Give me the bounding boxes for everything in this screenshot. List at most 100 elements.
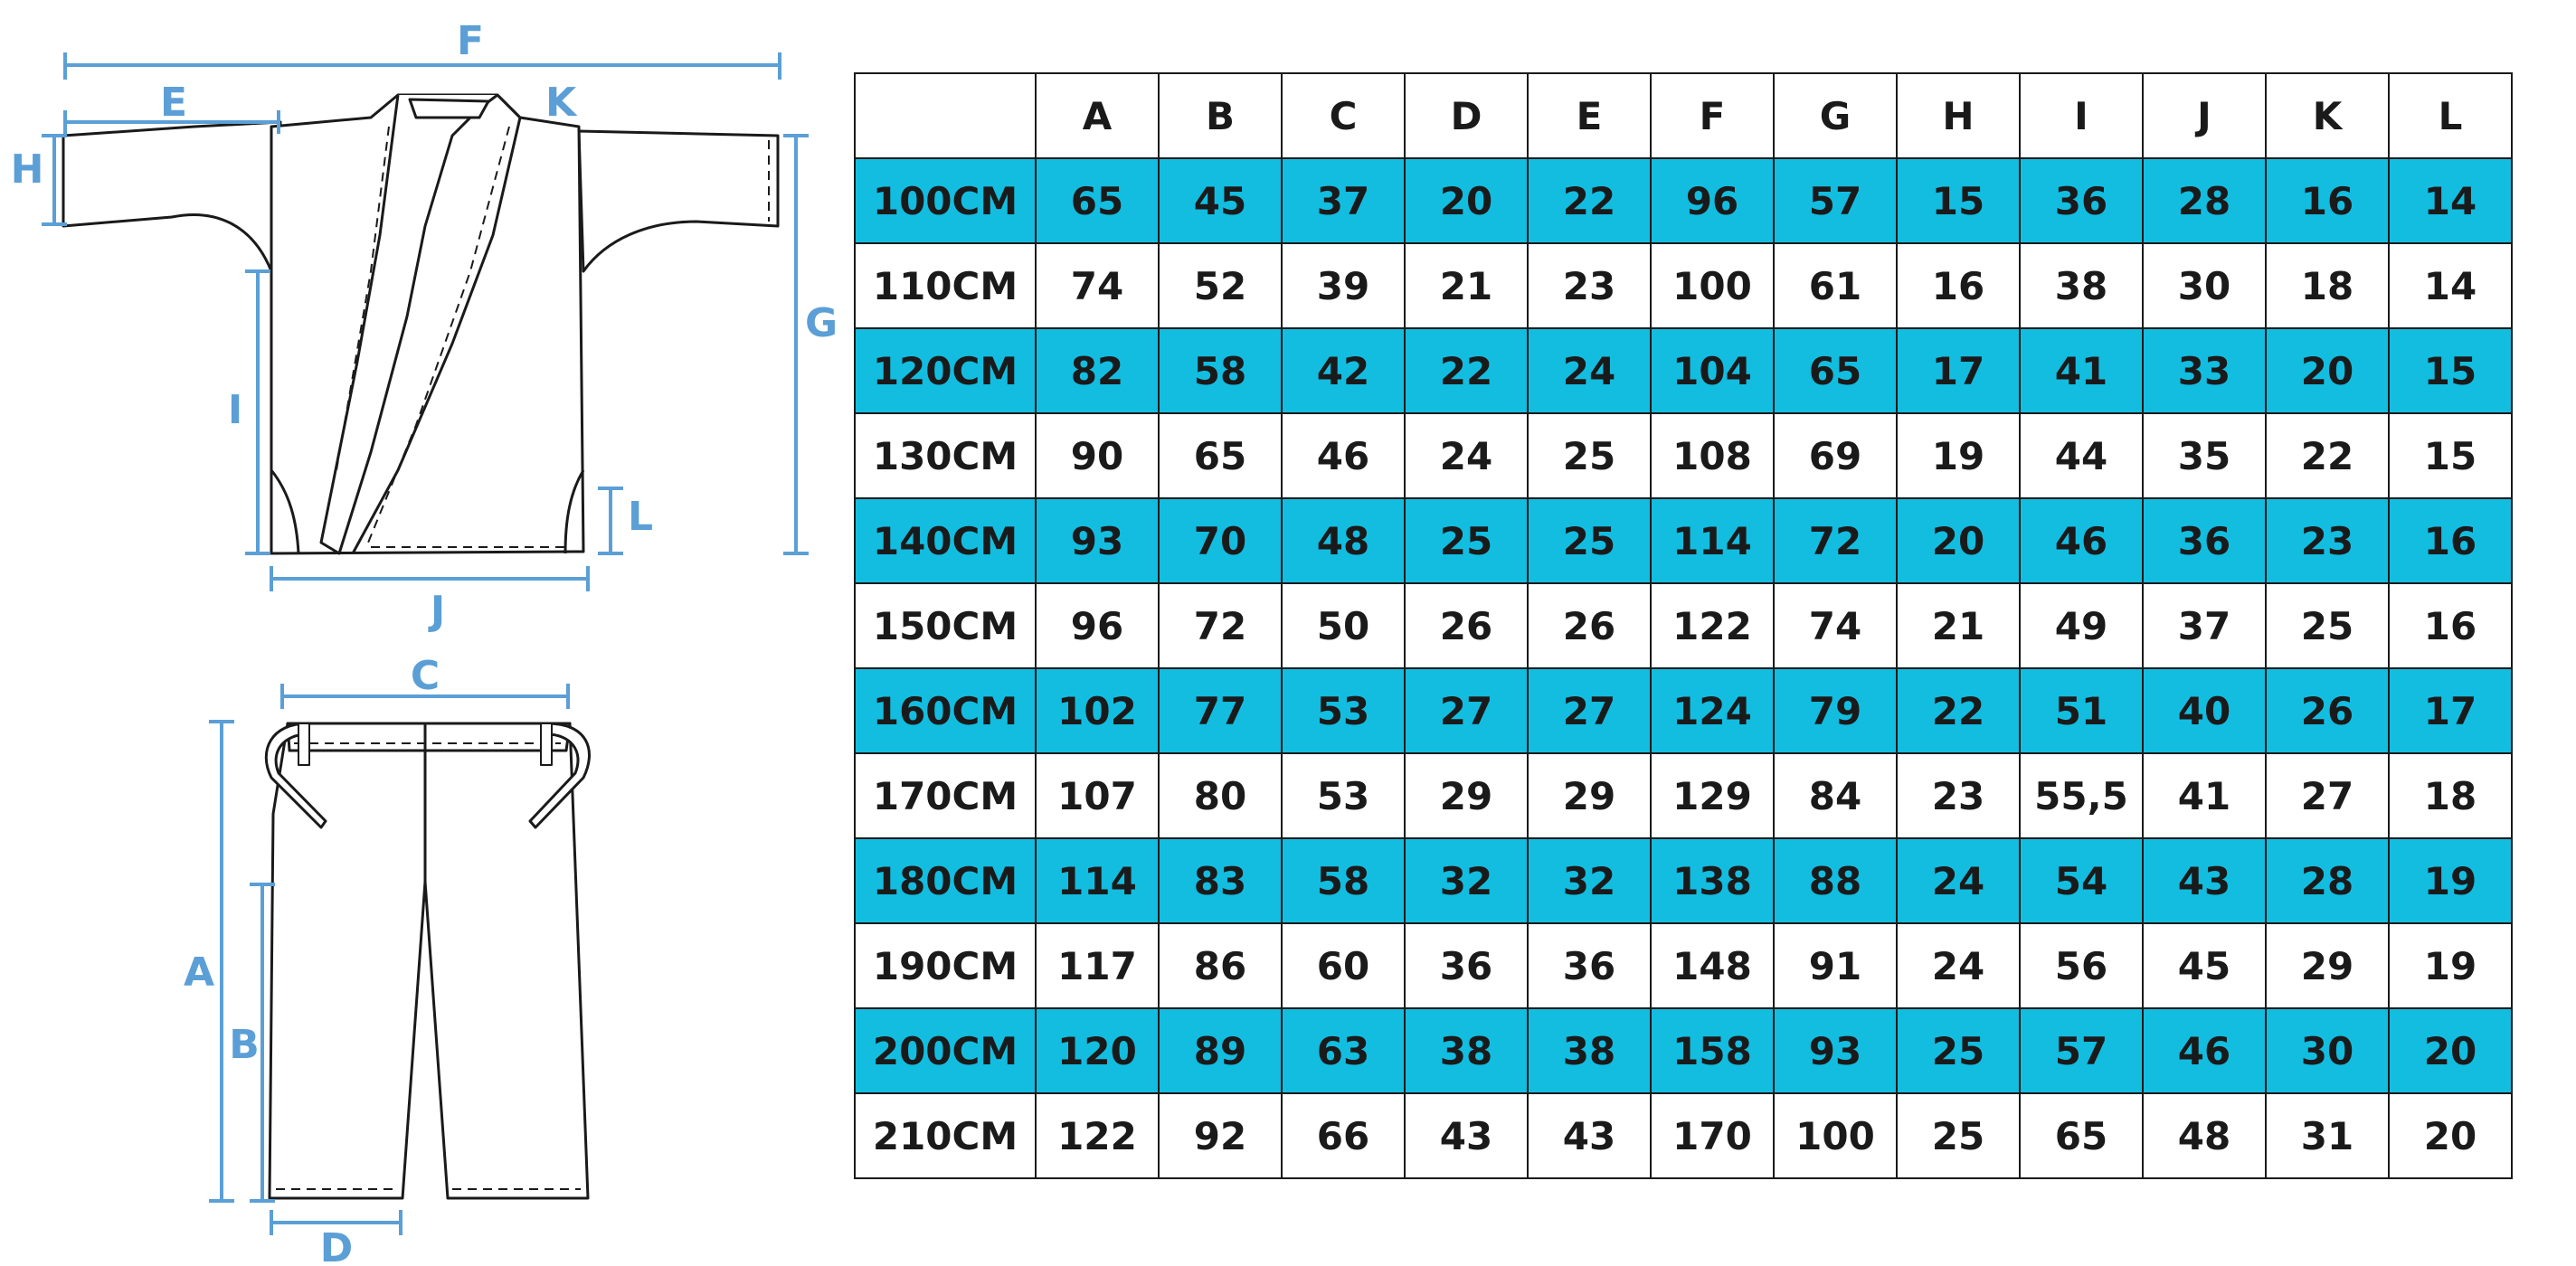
measurement-cell: 29 xyxy=(2265,922,2390,1009)
measurement-cell: 57 xyxy=(2019,1007,2144,1094)
label-j: J xyxy=(428,588,445,634)
size-label-cell: 130CM xyxy=(854,412,1037,499)
measurement-cell: 96 xyxy=(1650,157,1775,244)
measurement-cell: 124 xyxy=(1650,667,1775,754)
measurement-cell: 19 xyxy=(2388,837,2513,924)
size-label-cell: 160CM xyxy=(854,667,1037,754)
measurement-cell: 41 xyxy=(2142,752,2267,839)
measurement-cell: 38 xyxy=(1404,1007,1529,1094)
measurement-cell: 25 xyxy=(1896,1007,2021,1094)
measurement-cell: 96 xyxy=(1035,582,1160,669)
measurement-cell: 27 xyxy=(2265,752,2390,839)
measurement-cell: 20 xyxy=(2265,327,2390,414)
column-header: B xyxy=(1158,72,1283,159)
measurement-cell: 25 xyxy=(1527,412,1652,499)
measurement-cell: 86 xyxy=(1158,922,1283,1009)
measurement-cell: 26 xyxy=(2265,667,2390,754)
measurement-cell: 88 xyxy=(1773,837,1898,924)
column-header: D xyxy=(1404,72,1529,159)
size-label-cell: 150CM xyxy=(854,582,1037,669)
measurement-cell: 16 xyxy=(2388,497,2513,584)
size-label-cell: 190CM xyxy=(854,922,1037,1009)
column-header: J xyxy=(2142,72,2267,159)
measurement-cell: 148 xyxy=(1650,922,1775,1009)
measurement-cell: 114 xyxy=(1035,837,1160,924)
measurement-cell: 22 xyxy=(1896,667,2021,754)
size-label-cell: 180CM xyxy=(854,837,1037,924)
measurement-cell: 37 xyxy=(2142,582,2267,669)
measurement-cell: 46 xyxy=(2019,497,2144,584)
measurement-cell: 33 xyxy=(2142,327,2267,414)
measurement-cell: 22 xyxy=(1527,157,1652,244)
measurement-cell: 19 xyxy=(1896,412,2021,499)
column-header: A xyxy=(1035,72,1160,159)
measurement-cell: 65 xyxy=(1158,412,1283,499)
measurement-cell: 70 xyxy=(1158,497,1283,584)
label-k: K xyxy=(545,80,578,126)
column-header: L xyxy=(2388,72,2513,159)
column-header: F xyxy=(1650,72,1775,159)
size-label-cell: 110CM xyxy=(854,242,1037,329)
measurement-cell: 107 xyxy=(1035,752,1160,839)
measurement-cell: 129 xyxy=(1650,752,1775,839)
measurement-cell: 39 xyxy=(1281,242,1406,329)
measurement-cell: 18 xyxy=(2265,242,2390,329)
measurement-cell: 17 xyxy=(2388,667,2513,754)
label-e: E xyxy=(160,80,187,126)
measurement-cell: 16 xyxy=(2388,582,2513,669)
measurement-cell: 80 xyxy=(1158,752,1283,839)
measurement-cell: 49 xyxy=(2019,582,2144,669)
measurement-cell: 15 xyxy=(2388,412,2513,499)
label-b: B xyxy=(229,1022,260,1068)
measurement-cell: 42 xyxy=(1281,327,1406,414)
measurement-cell: 74 xyxy=(1035,242,1160,329)
uniform-measurement-diagram: F E K H G I L J C A B D xyxy=(11,18,838,1266)
measurement-cell: 104 xyxy=(1650,327,1775,414)
size-label-cell: 200CM xyxy=(854,1007,1037,1094)
column-header: K xyxy=(2265,72,2390,159)
measurement-cell: 46 xyxy=(1281,412,1406,499)
pants-drawing xyxy=(264,722,591,1200)
measurement-cell: 65 xyxy=(1035,157,1160,244)
measurement-cell: 36 xyxy=(2019,157,2144,244)
measurement-cell: 122 xyxy=(1650,582,1775,669)
measurement-cell: 65 xyxy=(2019,1092,2144,1179)
measurement-cell: 92 xyxy=(1158,1092,1283,1179)
label-h: H xyxy=(11,146,44,193)
measurement-cell: 53 xyxy=(1281,752,1406,839)
measurement-cell: 32 xyxy=(1404,837,1529,924)
measurement-cell: 20 xyxy=(1896,497,2021,584)
measurement-cell: 117 xyxy=(1035,922,1160,1009)
jacket-drawing xyxy=(62,93,780,555)
measurement-cell: 43 xyxy=(1527,1092,1652,1179)
measurement-cell: 43 xyxy=(2142,837,2267,924)
pants-measure-lines xyxy=(209,684,570,1235)
jacket-measure-lines xyxy=(42,52,809,591)
measurement-cell: 52 xyxy=(1158,242,1283,329)
measurement-cell: 40 xyxy=(2142,667,2267,754)
measurement-cell: 29 xyxy=(1404,752,1529,839)
measurement-cell: 72 xyxy=(1773,497,1898,584)
measurement-cell: 46 xyxy=(2142,1007,2267,1094)
measurement-cell: 61 xyxy=(1773,242,1898,329)
measurement-cell: 36 xyxy=(2142,497,2267,584)
measurement-cell: 25 xyxy=(1404,497,1529,584)
column-header: E xyxy=(1527,72,1652,159)
measurement-cell: 27 xyxy=(1404,667,1529,754)
column-header: G xyxy=(1773,72,1898,159)
measurement-cell: 38 xyxy=(1527,1007,1652,1094)
measurement-cell: 28 xyxy=(2265,837,2390,924)
measurement-cell: 170 xyxy=(1650,1092,1775,1179)
measurement-cell: 15 xyxy=(2388,327,2513,414)
measurement-cell: 57 xyxy=(1773,157,1898,244)
measurement-cell: 19 xyxy=(2388,922,2513,1009)
measurement-cell: 100 xyxy=(1650,242,1775,329)
